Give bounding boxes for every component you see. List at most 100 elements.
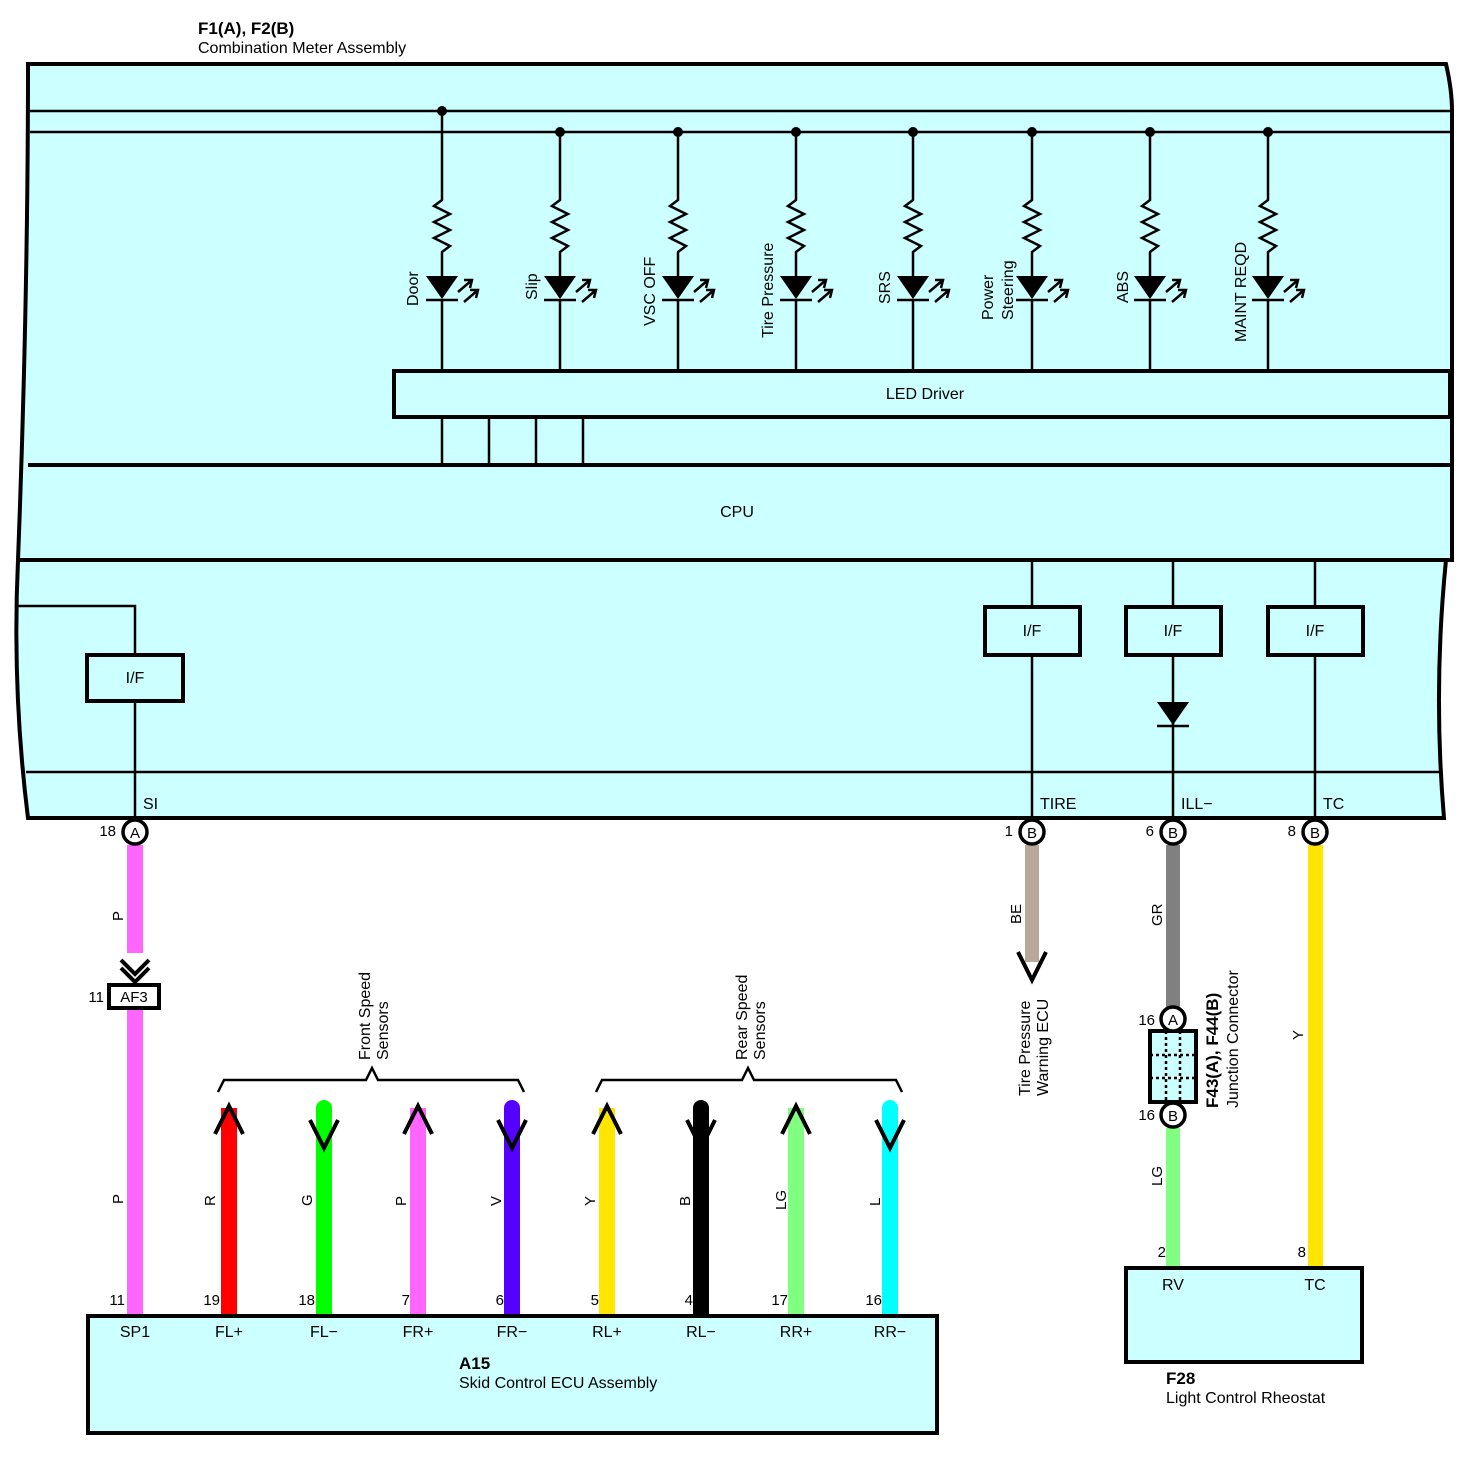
tire-ecu-line1: Tire Pressure bbox=[1017, 1000, 1034, 1096]
led-label-steering: Steering bbox=[1000, 260, 1017, 320]
led-branch bbox=[1134, 127, 1188, 371]
wire-label-fr-minus: V bbox=[488, 1196, 505, 1206]
led-branch bbox=[897, 127, 951, 371]
wire-label-rr-plus: LG bbox=[773, 1190, 790, 1210]
ecu-code: A15 bbox=[459, 1354, 490, 1373]
ecu-terminal: RL+ bbox=[592, 1324, 622, 1341]
tire-ecu-line2: Warning ECU bbox=[1035, 999, 1052, 1096]
ecu-terminal: FL+ bbox=[215, 1324, 243, 1341]
led-label-vsc-off: VSC OFF bbox=[642, 256, 659, 326]
ecu-terminal: RR− bbox=[874, 1324, 906, 1341]
led-label-maint-reqd: MAINT REQD bbox=[1233, 242, 1250, 342]
junction-name: Junction Connector bbox=[1225, 969, 1242, 1108]
junction-conn-a: A bbox=[1168, 1012, 1178, 1029]
ecu-pin: 16 bbox=[865, 1292, 882, 1309]
conn-letter-si: A bbox=[130, 825, 140, 842]
rheostat-terminal-rv: RV bbox=[1162, 1277, 1184, 1294]
sensor-wire bbox=[685, 1100, 717, 1316]
ecu-pin: 11 bbox=[109, 1292, 125, 1309]
wire-si-lower bbox=[127, 1008, 143, 1316]
led-branches bbox=[426, 106, 1306, 371]
junction-pin-b: 16 bbox=[1138, 1107, 1155, 1124]
ecu-pin: 19 bbox=[203, 1292, 220, 1309]
combination-meter-assembly bbox=[14, 62, 1454, 820]
terminal-si: SI bbox=[143, 796, 158, 813]
ecu-pins: 11 19 18 7 6 5 4 17 16 bbox=[109, 1292, 882, 1309]
pin-1: 1 bbox=[1005, 823, 1013, 840]
sensor-wire bbox=[780, 1101, 812, 1316]
terminal-tc: TC bbox=[1323, 796, 1344, 813]
conn-letter-tire: B bbox=[1027, 825, 1037, 842]
led-driver-box bbox=[392, 369, 1452, 419]
ecu-terminal: RR+ bbox=[780, 1324, 812, 1341]
si-circuit bbox=[18, 604, 185, 820]
rear-sensors-line1: Rear Speed bbox=[734, 975, 751, 1060]
pin-6: 6 bbox=[1146, 823, 1154, 840]
wire-label-fl-minus: G bbox=[299, 1194, 316, 1206]
ecu-pin: 7 bbox=[402, 1292, 410, 1309]
rheostat-name: Light Control Rheostat bbox=[1166, 1390, 1326, 1407]
ecu-terminal: FR− bbox=[497, 1324, 528, 1341]
if-label-ill: I/F bbox=[1164, 623, 1183, 640]
af3-connector bbox=[107, 983, 161, 1010]
led-label-abs: ABS bbox=[1115, 271, 1132, 303]
light-control-rheostat-box bbox=[1124, 1266, 1364, 1364]
af3-pin: 11 bbox=[88, 989, 104, 1006]
led-branch bbox=[1016, 127, 1070, 371]
ecu-terminals: SP1 FL+ FL− FR+ FR− RL+ RL− RR+ RR− bbox=[120, 1324, 906, 1341]
if-label-si: I/F bbox=[126, 670, 145, 687]
wire-label-rl-minus: B bbox=[677, 1196, 694, 1206]
terminal-tire: TIRE bbox=[1040, 796, 1076, 813]
cpu-label: CPU bbox=[720, 504, 754, 521]
meter-name: Combination Meter Assembly bbox=[198, 40, 406, 57]
ecu-pin: 5 bbox=[591, 1292, 599, 1309]
led-branch bbox=[780, 127, 834, 371]
wire-label-si-upper: P bbox=[110, 911, 127, 921]
junction-connector bbox=[1148, 1029, 1198, 1104]
led-branch bbox=[426, 106, 480, 371]
led-driver-label: LED Driver bbox=[886, 386, 965, 403]
led-label-srs: SRS bbox=[877, 271, 894, 304]
connector-chevron bbox=[119, 958, 151, 977]
rheostat-terminal-tc: TC bbox=[1304, 1277, 1325, 1294]
led-branch bbox=[544, 127, 598, 371]
wire-label-rl-plus: Y bbox=[582, 1196, 599, 1206]
af3-label: AF3 bbox=[120, 989, 148, 1006]
ecu-pin: 17 bbox=[771, 1292, 788, 1309]
driver-cpu-links bbox=[440, 417, 585, 465]
ecu-pin: 4 bbox=[685, 1292, 693, 1309]
ecu-terminal: FL− bbox=[310, 1324, 338, 1341]
sensor-wire bbox=[402, 1101, 434, 1316]
led-label-door: Door bbox=[405, 271, 422, 306]
front-sensors-line1: Front Speed bbox=[357, 972, 374, 1060]
meter-code: F1(A), F2(B) bbox=[198, 19, 294, 38]
ecu-terminal: FR+ bbox=[403, 1324, 434, 1341]
junction-pin-a: 16 bbox=[1138, 1012, 1155, 1029]
led-label-power: Power bbox=[980, 274, 997, 320]
wire-label-rr-minus: L bbox=[867, 1198, 884, 1206]
led-label-slip: Slip bbox=[524, 273, 541, 300]
wire-label-tc: Y bbox=[1290, 1030, 1307, 1040]
ill-circuit bbox=[1124, 560, 1223, 820]
skid-control-ecu-box bbox=[86, 1314, 939, 1435]
junction-conn-b: B bbox=[1168, 1108, 1178, 1125]
led-label-tire-pressure: Tire Pressure bbox=[760, 242, 777, 338]
ecu-pin: 18 bbox=[298, 1292, 315, 1309]
wire-tire bbox=[1025, 845, 1039, 962]
conn-letter-ill: B bbox=[1168, 825, 1178, 842]
led-branch bbox=[1252, 127, 1306, 371]
rear-sensors-brace bbox=[594, 1065, 904, 1093]
tc-circuit bbox=[1266, 560, 1365, 820]
pin-8: 8 bbox=[1288, 823, 1296, 840]
sensor-wire bbox=[496, 1100, 528, 1316]
led-branch bbox=[662, 127, 716, 371]
terminal-ill: ILL− bbox=[1181, 796, 1213, 813]
wire-tc bbox=[1308, 845, 1323, 1268]
front-sensors-brace bbox=[216, 1065, 526, 1093]
ecu-name: Skid Control ECU Assembly bbox=[459, 1375, 657, 1392]
rheostat-pin-rv: 2 bbox=[1158, 1244, 1166, 1261]
meter-connector-pins bbox=[121, 818, 1329, 1129]
ecu-pin: 6 bbox=[496, 1292, 504, 1309]
wire-label-fl-plus: R bbox=[202, 1195, 219, 1206]
